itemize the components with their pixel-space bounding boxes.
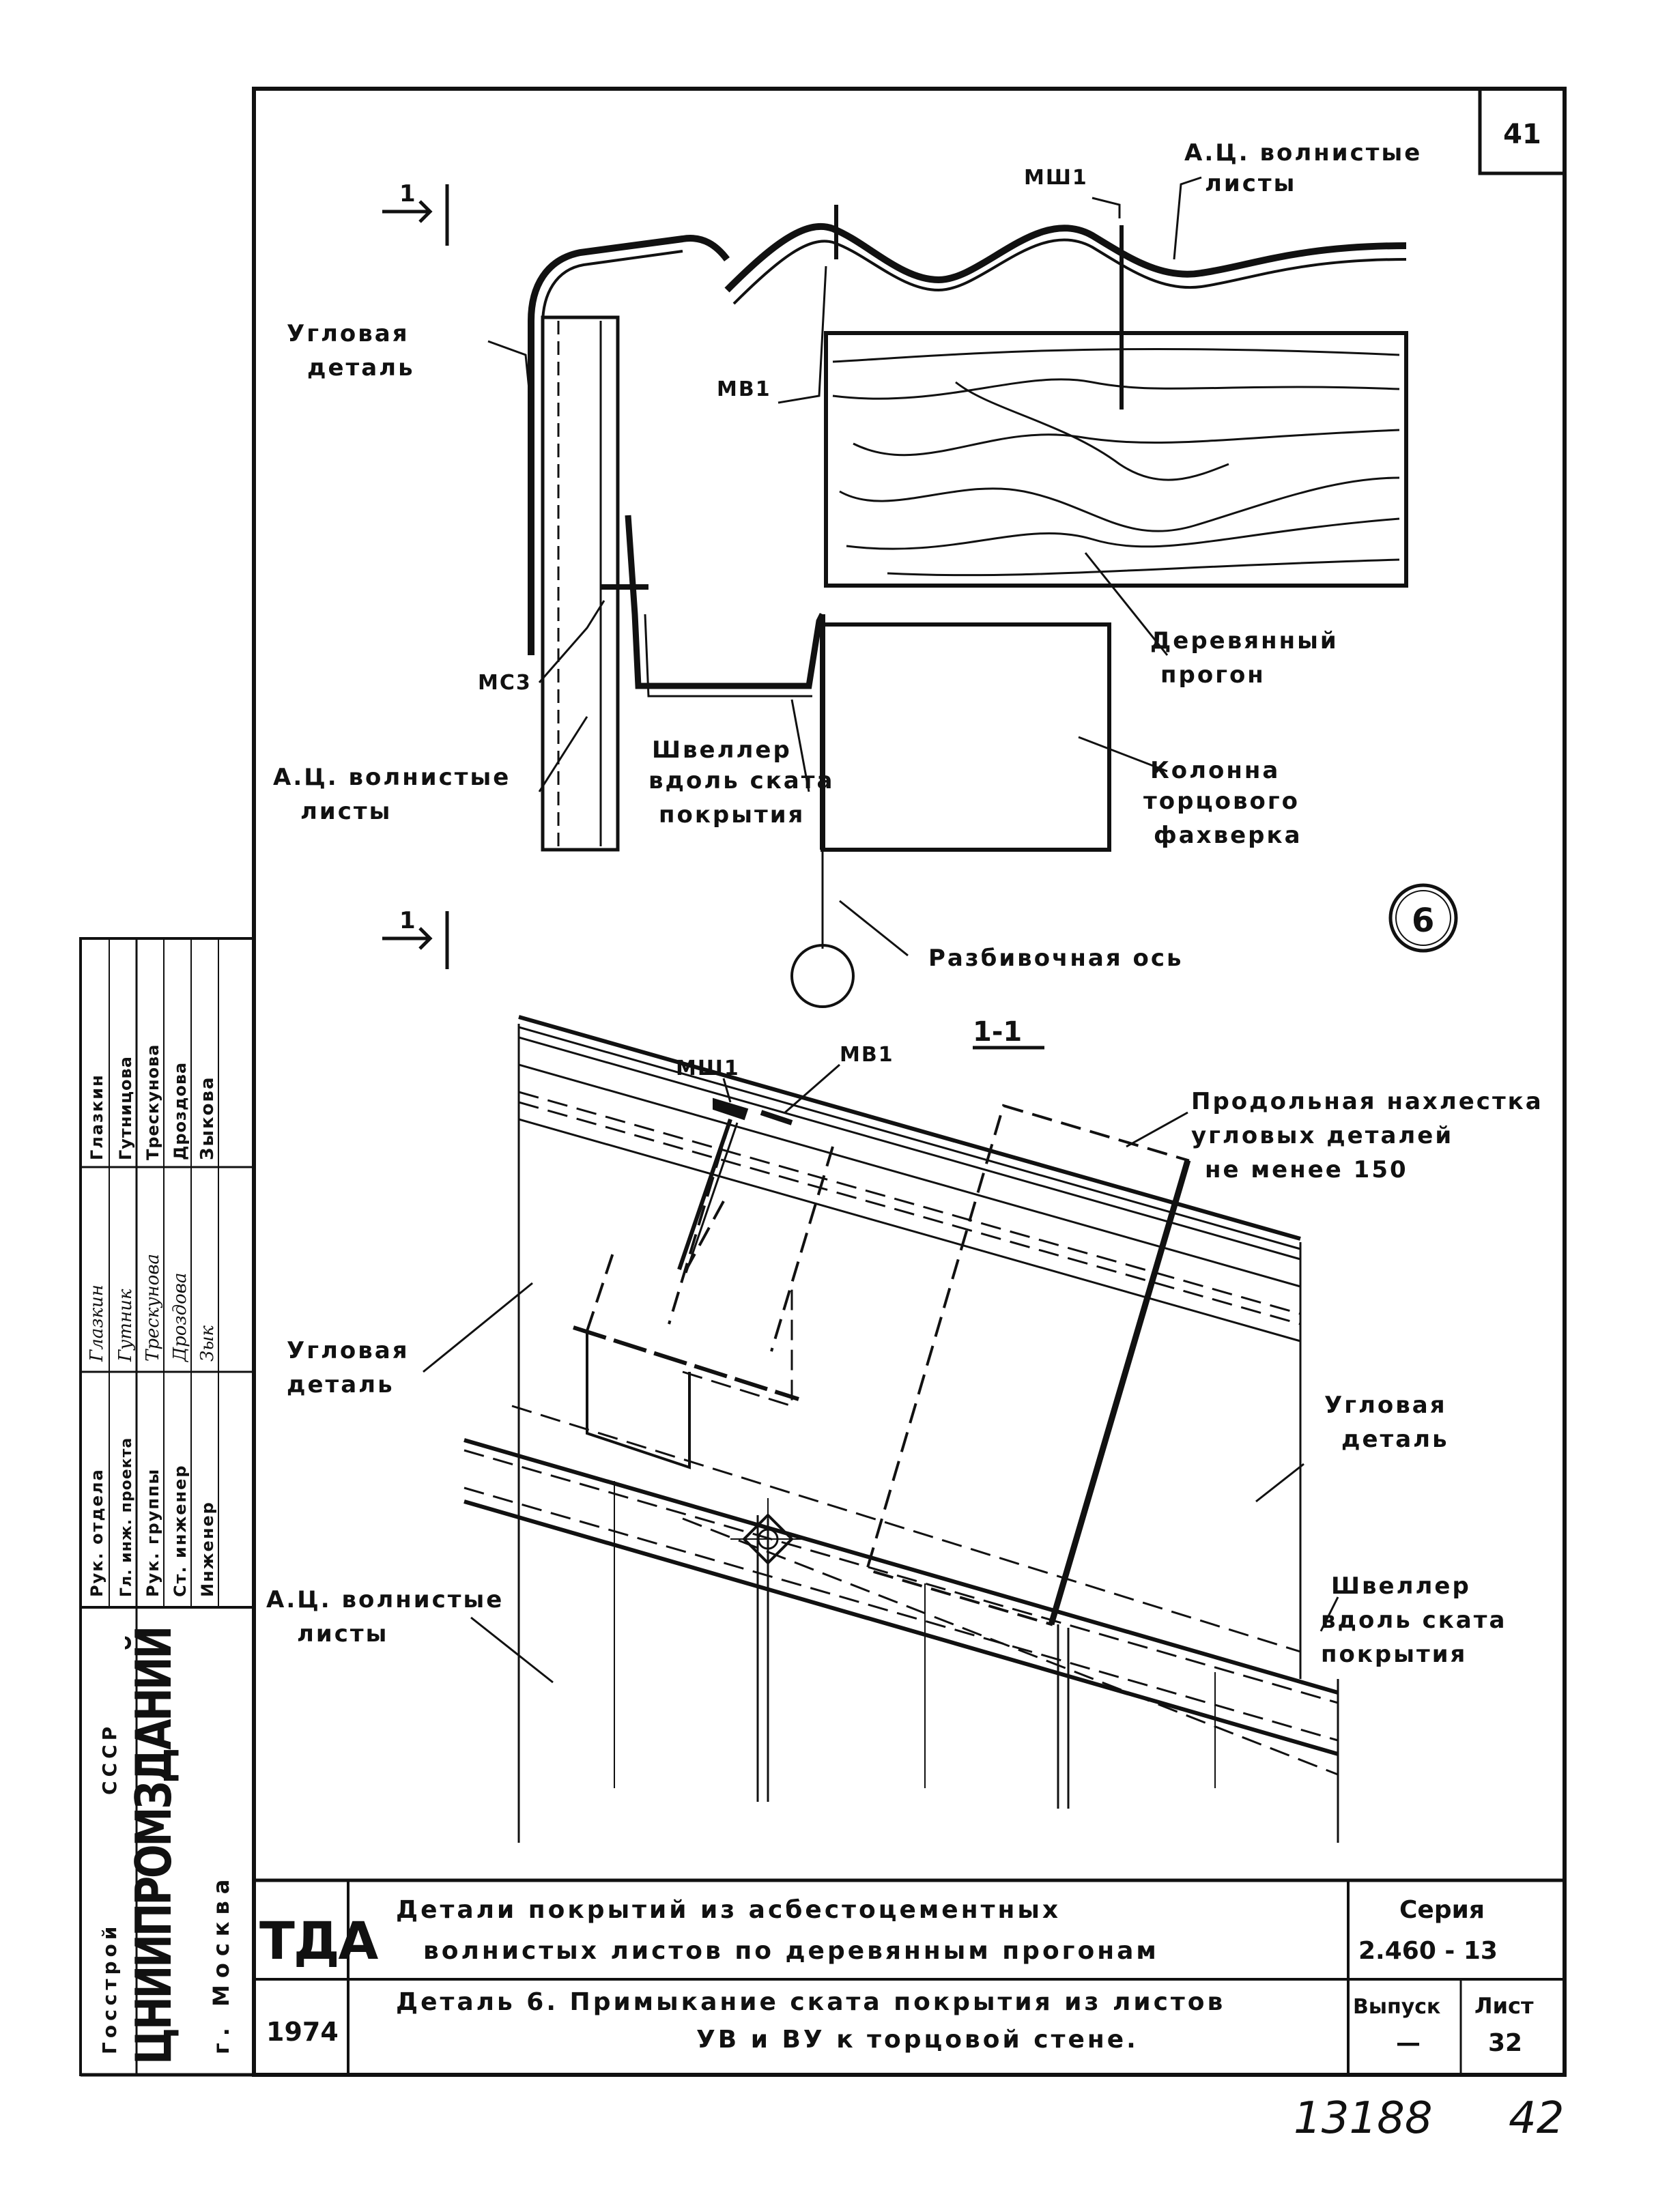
name-4: Дроздова	[171, 1062, 190, 1160]
name-2: Гутницова	[116, 1056, 135, 1160]
stamp-signatures: Глазкин Гутник Трескунова Дроздова Зык	[87, 1254, 218, 1362]
issue-label: Выпуск	[1353, 1995, 1440, 2019]
position-5: Инженер	[198, 1501, 217, 1597]
position-3: Рук. группы	[143, 1468, 162, 1597]
label-ac-sheets-top-1: А.Ц. волнистые	[1184, 139, 1422, 167]
issue-value: —	[1396, 2029, 1421, 2057]
name-3: Трескунова	[143, 1044, 162, 1160]
org-2: СССР	[98, 1723, 121, 1795]
label-corner-right-1: Угловая	[1324, 1392, 1447, 1419]
title-line-2: волнистых листов по деревянным прогонам	[423, 1937, 1159, 1965]
elevation-view	[382, 176, 1458, 1008]
signature-5: Зык	[197, 1325, 218, 1362]
label-ac-sheets-top-2: листы	[1205, 170, 1296, 197]
position-1: Рук. отдела	[87, 1468, 106, 1597]
detail-line-1: Деталь 6. Примыкание ската покрытия из л…	[396, 1988, 1225, 2016]
detail-circle-label: 6	[1412, 902, 1434, 940]
title-block-text: ТДА 1974 Детали покрытий из асбестоцемен…	[259, 1896, 1534, 2057]
institute: ЦНИИПРОМЗДАНИЙ	[125, 1628, 182, 2065]
approval-stamp	[79, 937, 255, 2076]
section-marker-bottom	[382, 911, 449, 969]
label-column-2: торцового	[1143, 788, 1300, 815]
corrugated-sheet-top	[724, 222, 1407, 293]
stamp-names: Глазкин Гутницова Трескунова Дроздова Зы…	[87, 1044, 218, 1160]
label-overlap-3: не менее 150	[1205, 1156, 1408, 1183]
label-channel-section-1: Швеллер	[1331, 1572, 1471, 1600]
channel-profile	[625, 515, 826, 689]
section-labels: 1-1 МШ1 МВ1 Продольная нахлестка угловых…	[266, 1016, 1543, 1668]
label-ac-sheets-left-1: А.Ц. волнистые	[273, 764, 511, 791]
label-msh1-top: МШ1	[1024, 166, 1088, 190]
label-corner-left-1: Угловая	[287, 1337, 410, 1364]
label-ms3: МС3	[478, 671, 532, 695]
label-mv1-section: МВ1	[840, 1043, 894, 1067]
title-year: 1974	[266, 2017, 339, 2047]
label-corner-left-2: деталь	[287, 1371, 395, 1398]
handwritten-numbers: 13188 42	[1294, 2093, 1564, 2144]
label-channel-section-2: вдоль ската	[1321, 1607, 1507, 1634]
series-label: Серия	[1399, 1896, 1485, 1924]
label-corner-right-2: деталь	[1341, 1426, 1449, 1453]
elevation-labels: Угловая деталь А.Ц. волнистые листы МШ1 …	[273, 139, 1434, 972]
handwritten-number-2: 42	[1509, 2093, 1564, 2144]
series-value: 2.460 - 13	[1358, 1937, 1498, 1965]
label-channel-2: вдоль ската	[648, 767, 834, 794]
label-mv1-top: МВ1	[717, 377, 771, 401]
stamp-org: Госстрой СССР ЦНИИПРОМЗДАНИЙ г. Москва	[98, 1628, 234, 2065]
signature-2: Гутник	[115, 1289, 136, 1362]
label-corner-detail-1: Угловая	[287, 320, 410, 347]
detail-line-2: УВ и ВУ к торцовой стене.	[696, 2026, 1139, 2054]
title-block	[254, 1878, 1565, 2075]
signature-3: Трескунова	[143, 1254, 163, 1362]
city: г. Москва	[208, 1873, 234, 2054]
corner-detail	[528, 235, 730, 655]
position-2: Гл. инж. проекта	[118, 1437, 135, 1597]
label-ac-sheets-section-2: листы	[297, 1620, 388, 1648]
end-column	[821, 622, 1111, 852]
overlap-zone	[865, 1104, 1190, 1626]
label-purlin-1: Деревянный	[1150, 627, 1339, 655]
label-msh1-section: МШ1	[676, 1057, 740, 1080]
axis-label: Разбивочная ось	[928, 945, 1184, 972]
signature-4: Дроздова	[170, 1273, 190, 1362]
stamp-positions: Рук. отдела Гл. инж. проекта Рук. группы…	[87, 1437, 217, 1597]
sheet-number-box: 41	[1478, 87, 1567, 175]
section-marker-top	[382, 184, 449, 246]
label-overlap-2: угловых деталей	[1191, 1122, 1453, 1149]
wood-grain	[832, 347, 1400, 577]
label-ac-sheets-left-2: листы	[300, 798, 392, 825]
label-channel-section-3: покрытия	[1321, 1641, 1467, 1668]
label-channel-3: покрытия	[659, 801, 805, 829]
axis-marker	[790, 944, 855, 1008]
wooden-purlin	[824, 331, 1408, 588]
handwritten-number-1: 13188	[1294, 2093, 1433, 2144]
title-line-1: Детали покрытий из асбестоцементных	[396, 1896, 1061, 1924]
title-code: ТДА	[259, 1910, 379, 1971]
label-ac-sheets-section-1: А.Ц. волнистые	[266, 1586, 504, 1613]
name-1: Глазкин	[87, 1074, 106, 1160]
sheet-value: 32	[1488, 2029, 1522, 2057]
sheet-label: Лист	[1474, 1993, 1534, 2019]
section-marker-label-top: 1	[399, 180, 416, 207]
section-title: 1-1	[973, 1016, 1022, 1048]
label-corner-detail-2: деталь	[307, 354, 415, 382]
position-4: Ст. инженер	[171, 1464, 190, 1597]
label-column-3: фахверка	[1154, 822, 1302, 849]
sheet-number: 41	[1503, 119, 1541, 150]
detail-circle	[1388, 883, 1458, 953]
label-channel-1: Швеллер	[652, 736, 792, 764]
signature-1: Глазкин	[87, 1284, 107, 1362]
label-overlap-1: Продольная нахлестка	[1191, 1088, 1543, 1115]
org-1: Госстрой	[98, 1923, 121, 2054]
wall-sheets	[541, 315, 620, 852]
name-5: Зыкова	[197, 1076, 218, 1161]
label-purlin-2: прогон	[1160, 661, 1266, 689]
label-column-1: Колонна	[1150, 757, 1280, 784]
section-view	[423, 1015, 1339, 1843]
section-marker-label-bottom: 1	[399, 907, 416, 934]
